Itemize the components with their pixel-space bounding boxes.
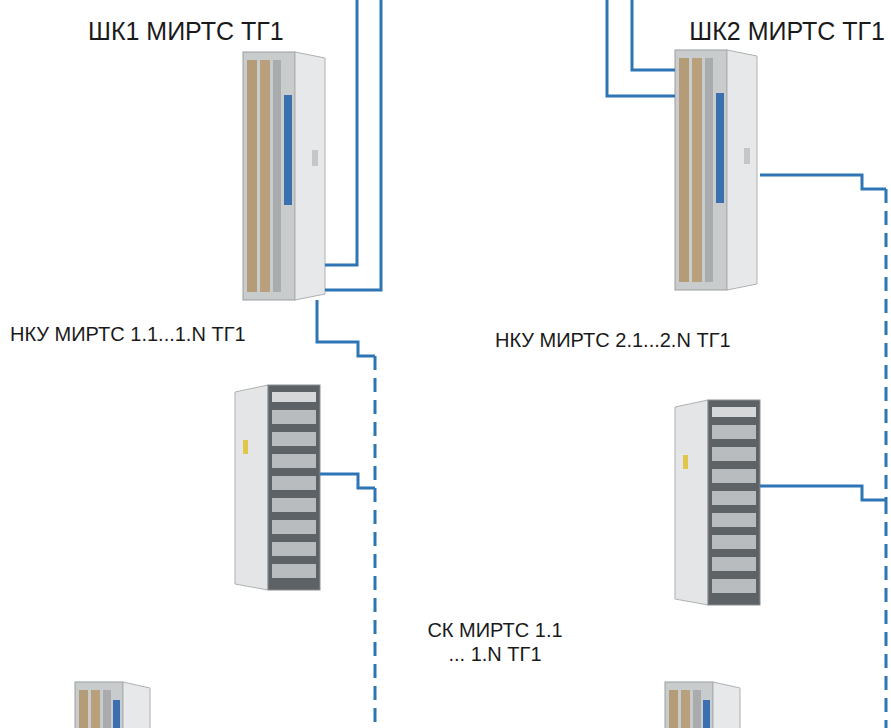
dashed-connection	[317, 300, 375, 488]
cabinet-picture	[243, 52, 325, 300]
cabinet-label: НКУ МИРТС 2.1...2.N ТГ1	[495, 328, 731, 352]
cabinet-picture	[675, 50, 757, 290]
cabinet-picture	[235, 385, 320, 590]
cable-line	[325, 0, 381, 290]
cabinet-node: ШК2 МИРТС ТГ1	[675, 50, 760, 290]
cabinet-label: НКУ МИРТС 1.1...1.N ТГ1	[10, 322, 246, 346]
cabinet-label: ШК2 МИРТС ТГ1	[689, 16, 885, 46]
cabinet-node: НКУ МИРТС 2.1...2.N ТГ1	[675, 400, 760, 605]
cabinet-picture	[75, 682, 150, 728]
cable-line	[325, 0, 357, 265]
cabinet-label: СК МИРТС 1.1 ... 1.N ТГ1	[420, 618, 570, 666]
cabinet-picture	[675, 400, 760, 605]
dashed-bus	[885, 500, 888, 728]
dashed-connection	[760, 175, 886, 500]
cable-line	[632, 0, 675, 70]
link-stub	[320, 474, 375, 488]
link-stub	[760, 175, 886, 189]
dashed-bus	[374, 488, 377, 728]
cabinet-node: НКУ МИРТС 1.1...1.N ТГ1	[235, 385, 320, 590]
link-stub	[317, 300, 375, 356]
cabinet-label: ШК1 МИРТС ТГ1	[88, 16, 284, 46]
cabinet-node: ШК1 МИРТС ТГ1	[243, 52, 325, 300]
link-stub	[760, 486, 886, 500]
cabinet-picture	[665, 682, 740, 728]
cable-line	[607, 0, 675, 96]
dashed-link	[885, 189, 888, 500]
dashed-link	[374, 356, 377, 488]
cabinet-node: СК МИРТС 1.1 ... 1.N ТГ1	[75, 682, 150, 728]
